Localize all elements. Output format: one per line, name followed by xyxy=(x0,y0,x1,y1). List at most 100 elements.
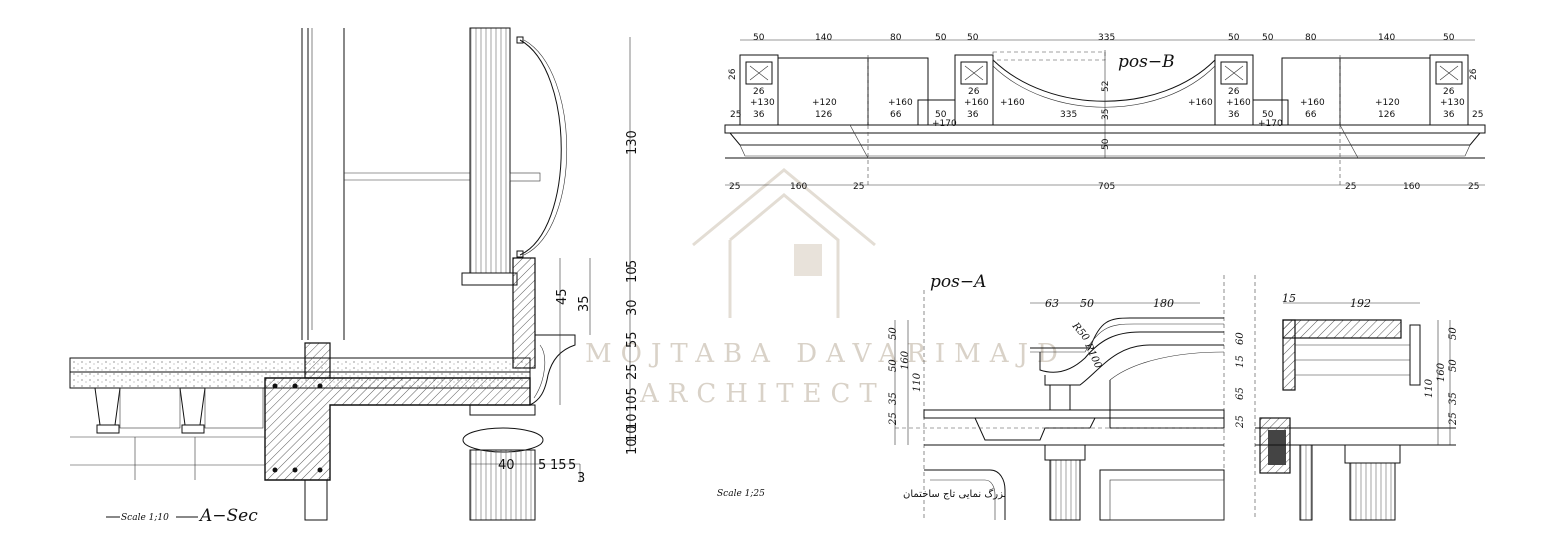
dim-b-120-left: +120 xyxy=(812,98,837,108)
dim-b-top-8: 80 xyxy=(1305,33,1317,43)
dim-a-10c: 10 xyxy=(625,425,640,442)
dim-b-bottom-3: 705 xyxy=(1098,182,1115,192)
pos-a-drawing xyxy=(894,275,1456,521)
dim-b-26-a: 26 xyxy=(753,87,765,97)
pos-b-drawing xyxy=(724,39,1486,188)
dim-a-10b: 10 xyxy=(625,413,640,430)
dim-b-160-c: +160 xyxy=(1000,98,1025,108)
dim-a-25: 25 xyxy=(625,363,640,380)
dim-pa-mid-2: 65 xyxy=(1235,387,1246,400)
dim-b-26-b: 26 xyxy=(968,87,980,97)
dim-b-160-f: +160 xyxy=(1300,98,1325,108)
caption-block: Scale 1;25 بزرگ نمایی تاج ساختمان xyxy=(717,487,1006,500)
dim-b-bottom-4: 25 xyxy=(1345,182,1356,192)
dim-b-bottom-1: 160 xyxy=(790,182,807,192)
section-a-title-block: Scale 1;10 A−Sec xyxy=(106,506,258,526)
dim-a-10d: 10 xyxy=(625,438,640,455)
dim-pa-left-3: 110 xyxy=(912,372,923,392)
dim-pa-left-0: 50 xyxy=(888,327,899,340)
dim-pa-right-top-0: 15 xyxy=(1282,292,1296,305)
dim-a-35: 35 xyxy=(577,295,592,312)
dim-a-5b: 5 xyxy=(538,458,546,473)
dim-b-160-b: +160 xyxy=(964,98,989,108)
dim-b-mid-7: 36 xyxy=(1228,110,1240,120)
dim-pa-right-2: 160 xyxy=(1436,362,1447,382)
pos-b-top-dimensions: 50 140 80 50 50 335 50 50 80 140 50 xyxy=(753,33,1455,43)
dim-a-15: 15 xyxy=(550,458,567,473)
pos-a-title: pos−A xyxy=(930,272,986,292)
dim-pa-right-top-1: 192 xyxy=(1350,297,1371,310)
pos-a-dimensions: 63 50 180 R50 R100 50 50 160 110 25 35 6… xyxy=(888,292,1459,429)
dim-b-mid-6: 335 xyxy=(1060,110,1077,120)
dim-a-30: 30 xyxy=(625,299,640,316)
dim-b-mid-12: 25 xyxy=(1472,110,1483,120)
watermark-line2: ARCHITECT xyxy=(639,379,886,409)
caption-scale: Scale 1;25 xyxy=(717,489,765,499)
dim-pa-top-1: 50 xyxy=(1080,297,1094,310)
dim-b-mid-5: 36 xyxy=(967,110,979,120)
dim-b-bottom-5: 160 xyxy=(1403,182,1420,192)
dim-b-170-left: +170 xyxy=(932,119,957,129)
dim-b-bottom-2: 25 xyxy=(853,182,864,192)
dim-b-top-4: 50 xyxy=(967,33,979,43)
dim-b-mid-9: 66 xyxy=(1305,110,1317,120)
dim-b-top-2: 80 xyxy=(890,33,902,43)
dim-pa-left-2: 160 xyxy=(900,350,911,370)
section-a-drawing xyxy=(69,27,631,521)
watermark: MOJTABA DAVARIMAJD ARCHITECT xyxy=(585,168,1067,409)
dim-pa-r50: R50 xyxy=(1069,320,1091,344)
dim-b-top-9: 140 xyxy=(1378,33,1395,43)
watermark-house-icon xyxy=(692,168,876,318)
dim-b-26-side-left: 26 xyxy=(728,68,738,80)
dim-pa-right-3: 110 xyxy=(1424,378,1435,398)
dim-pa-left-1: 50 xyxy=(888,359,899,372)
dim-b-top-7: 50 xyxy=(1262,33,1274,43)
dim-b-mid-8: 50 xyxy=(1262,110,1274,120)
dim-b-top-1: 140 xyxy=(815,33,832,43)
dim-b-top-3: 50 xyxy=(935,33,947,43)
dim-b-mid-10: 126 xyxy=(1378,110,1395,120)
pos-b-inner-dimensions: +130 +120 +160 +160 +160 +160 +160 +160 … xyxy=(728,68,1479,150)
dim-pa-r100: R100 xyxy=(1082,341,1104,371)
dim-b-bottom-6: 25 xyxy=(1468,182,1479,192)
dim-b-top-10: 50 xyxy=(1443,33,1455,43)
dim-pa-mid-0: 60 xyxy=(1235,332,1246,345)
dim-pa-top-2: 180 xyxy=(1153,297,1174,310)
dim-a-55: 55 xyxy=(625,331,640,348)
dim-b-26-side-right: 26 xyxy=(1469,68,1479,80)
dim-b-120-right: +120 xyxy=(1375,98,1400,108)
dim-b-bottom-0: 25 xyxy=(729,182,740,192)
dim-pa-top-0: 63 xyxy=(1045,297,1059,310)
dim-a-5c: 5 xyxy=(568,458,576,473)
dim-pa-mid-1: 15 xyxy=(1235,355,1246,368)
watermark-line1: MOJTABA DAVARIMAJD xyxy=(585,339,1067,369)
caption-persian: بزرگ نمایی تاج ساختمان xyxy=(903,487,1006,500)
dim-b-mid-2: 126 xyxy=(815,110,832,120)
dim-b-160-e: +160 xyxy=(1226,98,1251,108)
dim-a-10: 10 xyxy=(625,266,640,283)
dim-b-130-right: +130 xyxy=(1440,98,1465,108)
dim-b-mid-1: 36 xyxy=(753,110,765,120)
dim-a-45: 45 xyxy=(555,288,570,305)
dim-b-rail-35: 35 xyxy=(1101,109,1111,120)
dim-a-3: 3 xyxy=(577,471,585,486)
dim-a-5: 5 xyxy=(625,260,640,268)
section-a-scale: Scale 1;10 xyxy=(121,513,169,523)
dim-b-mid-3: 66 xyxy=(890,110,902,120)
dim-pa-right-4: 25 xyxy=(1448,412,1459,426)
dim-b-mid-11: 36 xyxy=(1443,110,1455,120)
dim-b-26-d: 26 xyxy=(1443,87,1455,97)
dim-pa-left-5: 35 xyxy=(888,392,899,405)
dim-b-top-0: 50 xyxy=(753,33,765,43)
dim-pa-right-0: 50 xyxy=(1448,327,1459,340)
dim-b-170-right: +170 xyxy=(1258,119,1283,129)
dim-pa-right-5: 35 xyxy=(1448,392,1459,405)
pos-b-title: pos−B xyxy=(1118,52,1175,72)
dim-a-40: 40 xyxy=(498,458,515,473)
dim-b-160-d: +160 xyxy=(1188,98,1213,108)
pos-b-mid-dimensions: 25 36 126 66 50 36 335 36 50 66 126 36 2… xyxy=(730,110,1483,120)
section-a-dimensions: 130 5 10 30 55 25 105 10 10 10 45 35 40 … xyxy=(498,130,640,486)
dim-pa-mid-3: 25 xyxy=(1235,415,1246,429)
dim-b-rail-50: 50 xyxy=(1101,138,1111,150)
